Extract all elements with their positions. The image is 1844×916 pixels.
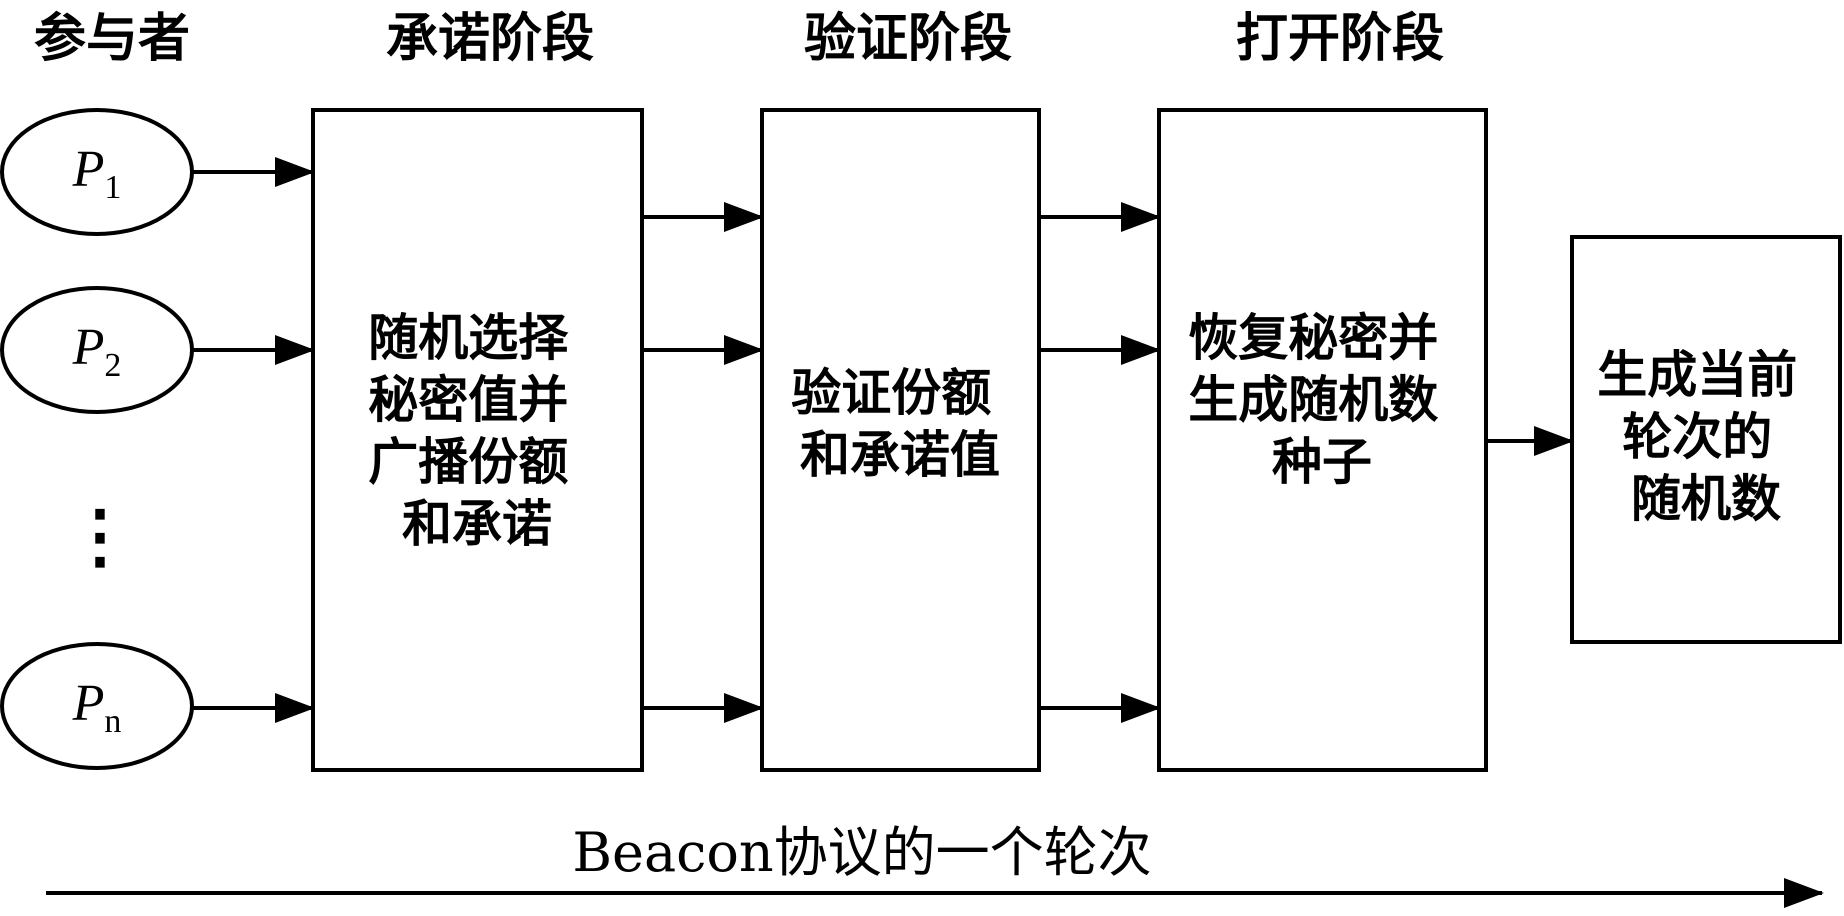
verify-phase-box (760, 108, 1041, 772)
timeline-label: Beacon协议的一个轮次 (0, 808, 1844, 887)
svg-text:Pn: Pn (72, 675, 122, 740)
open-box-text: 恢复秘密并 生成随机数 种子 (1188, 308, 1455, 491)
output-box-text: 生成当前 轮次的 随机数 (1597, 345, 1814, 528)
svg-text:P1: P1 (72, 141, 122, 206)
verify-box-text: 验证份额 和承诺值 (791, 363, 1008, 484)
open-phase-box (1157, 108, 1488, 772)
participant-subscript: 2 (104, 347, 121, 384)
participant-label: P (72, 141, 105, 198)
commit-box-text: 随机选择 秘密值并 广播份额 和承诺 (368, 308, 585, 553)
participant-node-p1: P1 (0, 108, 194, 236)
participant-label: P (72, 675, 105, 732)
participant-node-p2: P2 (0, 286, 194, 414)
timeline-label-text: Beacon协议的一个轮次 (572, 821, 1152, 884)
commit-phase-box (311, 108, 644, 772)
participant-label: P (72, 319, 105, 376)
participant-node-pn: Pn (0, 642, 194, 770)
header-participants: 参与者 (33, 8, 191, 69)
header-verify-phase: 验证阶段 (803, 8, 1013, 69)
participant-subscript: n (104, 703, 121, 740)
header-commit-phase: 承诺阶段 (385, 8, 595, 69)
participant-subscript: 1 (104, 169, 121, 206)
output-box (1570, 235, 1842, 644)
svg-text:P2: P2 (72, 319, 122, 384)
ellipsis-vertical: ⋮ (65, 494, 135, 577)
header-open-phase: 打开阶段 (1235, 8, 1445, 69)
